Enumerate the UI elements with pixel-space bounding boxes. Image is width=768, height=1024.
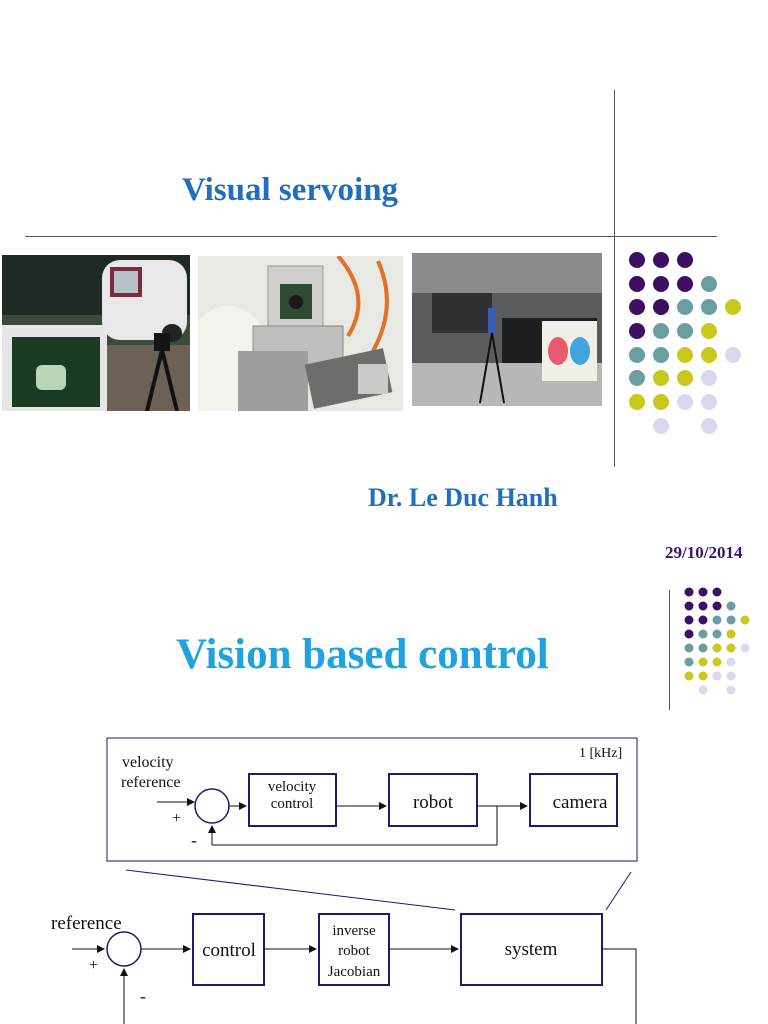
photo-vehicle-scene	[2, 255, 190, 411]
outer-summing-junction	[106, 931, 142, 967]
block-inverse-jacobian-label-1: inverse	[332, 923, 376, 939]
inner-plus-sign: +	[172, 810, 181, 827]
vertical-divider-small	[669, 590, 670, 710]
control-block-diagram: 1 [kHz] velocity reference + - velocity …	[51, 737, 638, 1024]
block-velocity-control-label-1: velocity	[268, 779, 317, 795]
slide-title: Visual servoing	[182, 172, 399, 208]
block-robot	[388, 773, 478, 827]
outer-plus-sign: +	[89, 957, 98, 974]
block-control	[192, 913, 265, 986]
block-inverse-jacobian-label-3: Jacobian	[328, 964, 381, 980]
outer-input-label: reference	[51, 913, 122, 934]
author-name: Dr. Le Duc Hanh	[368, 483, 558, 512]
inner-minus-sign: -	[191, 830, 197, 850]
block-system-label: system	[505, 939, 558, 960]
vertical-divider	[614, 90, 615, 467]
horizontal-divider	[25, 236, 717, 237]
photo-robot-arm-camera	[198, 256, 403, 411]
block-inverse-jacobian	[318, 913, 390, 986]
block-control-label: control	[202, 940, 256, 961]
slide-date: 29/10/2014	[665, 543, 743, 562]
block-inverse-jacobian-label-2: robot	[338, 943, 370, 959]
decorative-dot-grid-small	[682, 586, 754, 698]
block-velocity-control	[248, 773, 337, 827]
block-system	[460, 913, 603, 986]
block-camera-label: camera	[553, 792, 608, 813]
photo-lab-target	[412, 253, 602, 406]
inner-input-label-2: reference	[121, 774, 181, 791]
block-camera	[529, 773, 618, 827]
inner-input-label-1: velocity	[122, 754, 174, 771]
block-velocity-control-label-2: control	[271, 796, 314, 812]
inner-rate-label: 1 [kHz]	[579, 746, 622, 761]
inner-loop-frame	[106, 737, 638, 862]
decorative-dot-grid-large	[625, 250, 745, 440]
block-robot-label: robot	[413, 792, 454, 813]
slide-title-vision-control: Vision based control	[176, 631, 549, 678]
outer-minus-sign: -	[140, 986, 146, 1006]
inner-summing-junction	[194, 788, 230, 824]
